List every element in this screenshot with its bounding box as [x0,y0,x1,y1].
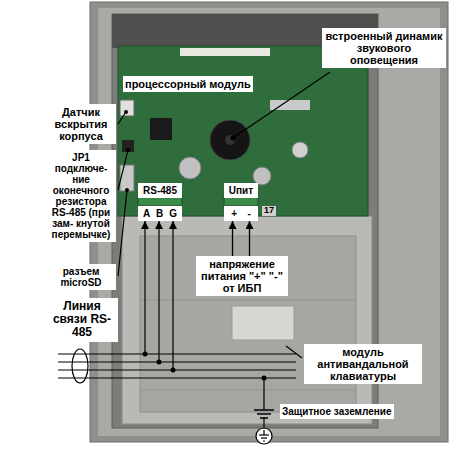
terminal-pins: +- [224,206,258,221]
housing-plate [98,8,440,436]
ground-terminal [256,428,272,444]
rib [140,390,356,391]
microsd-slot [120,165,134,191]
label-text: модуль антивандальной клавиатуры [306,346,420,382]
wire-bundle [58,354,296,378]
ground-symbol [257,413,271,415]
ground-terminal [261,437,267,438]
cable-shield [72,349,88,383]
callout-box: Датчик вскрытия корпуса [46,104,116,144]
capacitor [179,157,201,179]
leader-line [118,112,126,124]
ground-terminal [263,440,265,441]
ground-terminal [263,430,264,435]
leader-dot [124,110,128,114]
pcb-marking: 17 [262,206,276,216]
terminal-pins: ABG [138,206,182,221]
label-text: - [247,208,250,219]
wire-g [172,221,173,370]
label-text: Линия связи RS-485 [48,300,116,340]
ground-wire [263,418,264,428]
label-text: Датчик вскрытия корпуса [48,106,114,142]
leader-line [286,346,302,358]
pcb [118,46,368,216]
ground-symbol [254,409,274,411]
label-text: G [169,208,177,219]
label-text: встроенный динамик звукового оповещения [324,30,444,66]
capacitor [292,142,308,158]
leader-line [118,190,127,276]
label-text: разъем microSD [48,266,114,288]
power-arrow [249,221,250,256]
callout-box: Защитное заземление [280,404,394,419]
label-text: + [231,208,237,219]
connector [180,48,270,56]
wire-a [144,221,145,354]
jumper [122,140,134,152]
tamper-switch [120,100,134,116]
label-text: Защитное заземление [282,406,392,417]
leader-dot [231,136,236,141]
power-arrow [232,221,233,256]
junction-dot [157,360,162,365]
label-text: процессорный модуль [125,78,251,90]
junction-dot [171,368,176,373]
callout-box: модуль антивандальной клавиатуры [304,344,422,384]
leader-line [118,150,128,190]
label-text: RS-485 [140,185,180,196]
buzzer [210,120,250,160]
callout-box: напряжение питания "+" "-" от ИБП [196,256,288,296]
chip [150,118,172,140]
label-text: напряжение питания "+" "-" от ИБП [198,258,286,294]
terminal-label: RS-485 [138,183,182,198]
callout-box: разъем microSD [46,264,116,290]
label-text: B [156,208,163,219]
label-text: A [143,208,150,219]
ground-terminal [259,434,269,435]
buzzer [225,135,235,145]
keyboard-module [122,216,372,424]
callout-box: встроенный динамик звукового оповещения [322,28,446,68]
leader-dot [125,188,129,192]
callout-box: JP1 подключе- ние оконечного резистора R… [46,150,116,242]
label-text: Uпит [226,185,256,196]
label-text: JP1 подключе- ние оконечного резистора R… [48,152,114,240]
sticker [232,306,294,340]
leader-dot [126,148,130,152]
wire-b [158,221,159,362]
junction-dot [143,352,148,357]
ground-wire [263,378,264,410]
module-label: процессорный модуль [123,76,253,92]
housing-plate [90,2,448,442]
callout-box: Линия связи RS-485 [46,298,118,342]
terminal-label: Uпит [224,183,258,198]
